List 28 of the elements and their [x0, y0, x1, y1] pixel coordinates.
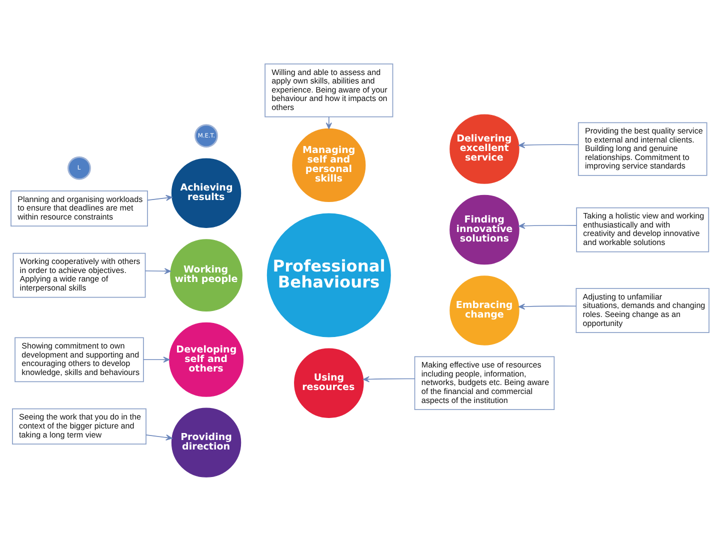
node-box: Taking a holistic view and working enthusiastically and with creativity and develop innovative and workable solutions — [576, 206, 710, 252]
node-box: Willing and able to assess and apply own skills, abilities and experience. Being aware of your behaviour and how it impacts on others — [264, 63, 394, 117]
node-circle: Professional Behaviours — [266, 212, 391, 337]
node-circle: Managing self and personal skills — [292, 128, 366, 202]
node-box: Seeing the work that you do in the context of the bigger picture and taking a long term view — [12, 408, 146, 444]
node-circle: Finding innovative solutions — [450, 194, 520, 264]
node-box: Adjusting to unfamiliar situations, demands and changing roles. Seeing change as an opportunity — [576, 288, 710, 332]
arrow — [362, 376, 416, 382]
node-circle: Embracing change — [450, 275, 520, 345]
node-circle: Providing direction — [171, 407, 242, 477]
arrow — [518, 222, 577, 228]
arrow — [146, 434, 172, 440]
node-circle: Developing self and others — [169, 322, 244, 396]
node-circle: Achieving results — [171, 158, 242, 228]
node-box: Planning and organising workloads to ensure that deadlines are met within resource constraints — [10, 190, 148, 226]
arrow — [326, 116, 332, 129]
arrow — [144, 268, 171, 274]
arrow — [518, 142, 579, 148]
arrow — [143, 356, 170, 362]
node-box: Making effective use of resources including people, information, networks, budgets etc. Being aware of the financial and commercial aspects of the institution — [414, 356, 555, 410]
node-circle: Delivering excellent service — [450, 114, 520, 184]
node-box: Showing commitment to own development and supporting and encouraging others to develop knowledge, skills and behaviours — [14, 336, 144, 382]
node-box: Working cooperatively with others in order to achieve objectives. Applying a wide range of interpersonal skills — [12, 252, 146, 298]
arrow — [147, 194, 172, 200]
node-circle: Working with people — [170, 238, 242, 311]
node-box: Providing the best quality service to external and internal clients. Building long and genuine relationships. Commitment to improving service standards — [578, 122, 708, 176]
node-circle: Using resources — [294, 348, 364, 418]
arrow — [518, 303, 576, 310]
